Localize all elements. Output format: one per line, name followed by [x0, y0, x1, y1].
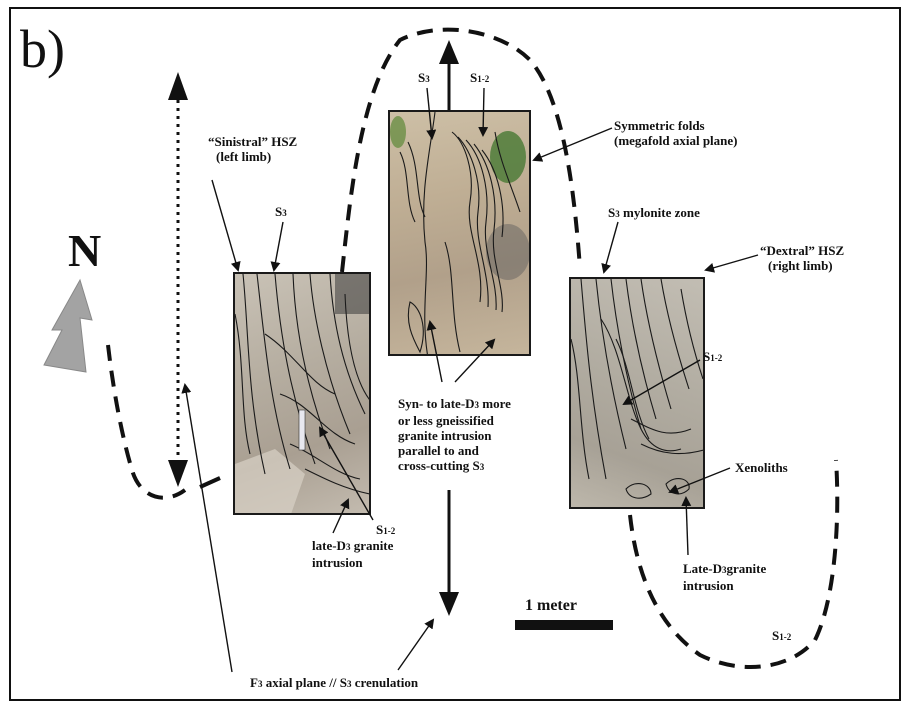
syn-line2: or less gneissified — [398, 413, 511, 428]
f3-end: crenulation — [351, 675, 418, 690]
label-sinistral-hsz: “Sinistral” HSZ (left limb) — [208, 134, 297, 164]
lated3-left-line2: intrusion — [312, 555, 393, 570]
lated3-left-1b: granite — [350, 538, 393, 553]
symmetric-line2: (megafold axial plane) — [614, 133, 738, 148]
mylonite-text: mylonite zone — [620, 205, 700, 220]
leader-f3-center — [398, 620, 433, 670]
leader-f3 — [185, 385, 232, 672]
lated3-left-1a: late-D — [312, 538, 346, 553]
lated3-right-line2: intrusion — [683, 578, 766, 593]
label-late-d3-left: late-D3 granite intrusion — [312, 538, 393, 570]
f3-mid: axial plane // S — [262, 675, 347, 690]
axial-arrowhead-down — [168, 460, 188, 487]
leader-dextral — [706, 255, 758, 270]
s12-bottom-sub: 1-2 — [779, 632, 791, 642]
leader-sinistral — [212, 180, 238, 270]
lated3-right-line1: Late-D3granite — [683, 561, 766, 578]
f3-letter: F — [250, 675, 258, 690]
leader-s3-left — [274, 222, 283, 270]
leader-s3-top — [427, 88, 432, 138]
label-late-d3-right: Late-D3granite intrusion — [683, 561, 766, 593]
s3-top-sub: 3 — [425, 74, 430, 84]
leader-xenoliths — [670, 468, 730, 492]
fold-trace-tick — [200, 478, 220, 487]
fold-trace-left — [108, 345, 185, 498]
leader-s12-top — [483, 88, 484, 135]
label-f3-axial-plane: F3 axial plane // S3 crenulation — [250, 675, 418, 692]
leader-mylonite — [604, 222, 618, 272]
label-sinistral-line1: “Sinistral” HSZ — [208, 134, 297, 149]
syn-line1: Syn- to late-D3 more — [398, 396, 511, 413]
symmetric-line1: Symmetric folds — [614, 118, 738, 133]
dextral-line1: “Dextral” HSZ — [760, 243, 844, 258]
leader-s12-left — [320, 428, 373, 520]
label-s12-bottom: S1-2 — [772, 628, 791, 645]
scale-label: 1 meter — [525, 598, 577, 613]
s12-top-sub: 1-2 — [477, 74, 489, 84]
label-s3-left: S3 — [275, 204, 287, 221]
lated3-right-1b: granite — [727, 561, 767, 576]
s3-left-sub: 3 — [282, 208, 287, 218]
label-s12-left: S1-2 — [376, 522, 395, 539]
leader-syn-b — [455, 340, 494, 382]
syn-line1b: more — [479, 396, 511, 411]
label-s3-top: S3 — [418, 70, 430, 87]
label-symmetric-folds: Symmetric folds (megafold axial plane) — [614, 118, 738, 148]
s12-right-sub: 1-2 — [710, 353, 722, 363]
leader-lated3-left — [333, 500, 348, 533]
label-sinistral-line2: (left limb) — [208, 149, 297, 164]
leader-s12-right — [624, 360, 700, 404]
syn-line5a: cross-cutting S — [398, 458, 480, 473]
syn-line3: granite intrusion — [398, 428, 511, 443]
syn-line5: cross-cutting S3 — [398, 458, 511, 475]
north-arrow-icon — [44, 280, 92, 372]
fold-trace-main — [342, 30, 580, 272]
syn-line1a: Syn- to late-D — [398, 396, 475, 411]
leader-lated3-right — [686, 498, 688, 555]
scale-bar — [515, 620, 613, 630]
dextral-line2: (right limb) — [760, 258, 844, 273]
lated3-left-line1: late-D3 granite — [312, 538, 393, 555]
leader-symmetric — [534, 128, 612, 160]
label-s12-right: S1-2 — [703, 349, 722, 366]
syn-line4: parallel to and — [398, 443, 511, 458]
north-label: N — [68, 228, 101, 274]
center-arrowhead-up — [439, 40, 459, 64]
axial-arrowhead-up — [168, 72, 188, 100]
center-arrowhead-down — [439, 592, 459, 616]
s12-left-sub: 1-2 — [383, 526, 395, 536]
leader-syn-a — [430, 322, 442, 382]
label-s12-top: S1-2 — [470, 70, 489, 87]
label-xenoliths: Xenoliths — [735, 460, 788, 475]
label-s3-mylonite: S3 mylonite zone — [608, 205, 700, 222]
label-syn-late-d3: Syn- to late-D3 more or less gneissified… — [398, 396, 511, 475]
syn-line5-sub: 3 — [480, 462, 485, 472]
label-dextral-hsz: “Dextral” HSZ (right limb) — [760, 243, 844, 273]
lated3-right-1a: Late-D — [683, 561, 722, 576]
